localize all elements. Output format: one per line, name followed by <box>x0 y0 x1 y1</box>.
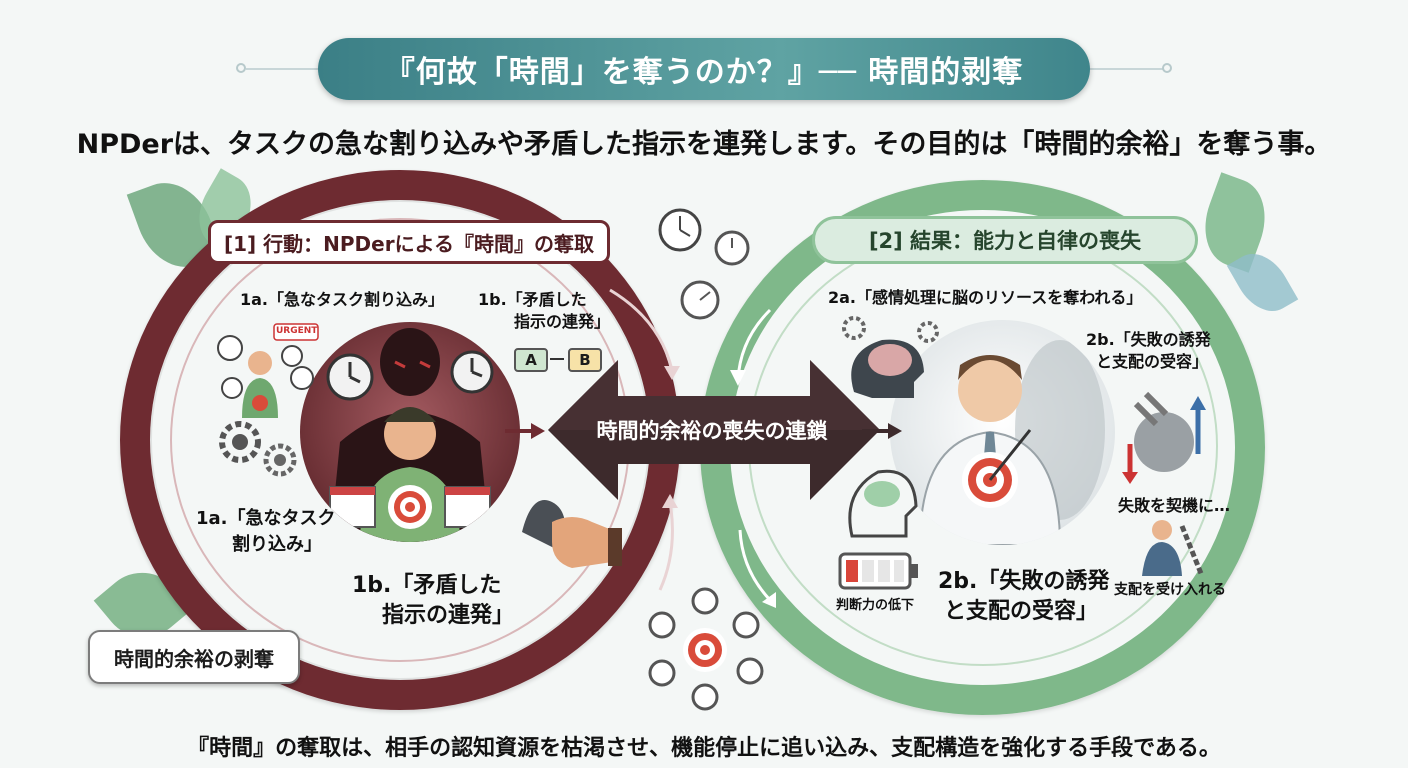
left-ring-arrow-down-icon <box>609 288 680 380</box>
right-ring-arrow-bottom-icon <box>738 529 776 608</box>
stressed-worker-icon <box>217 323 319 418</box>
label-accept: 支配を受け入れる <box>1114 582 1226 598</box>
right-section-header: [2] 結果：能力と自律の喪失 <box>812 216 1198 264</box>
broken-clocks-icon <box>658 208 750 320</box>
fist-crushing-icon <box>522 500 622 568</box>
label-battery: 判断力の低下 <box>836 598 915 613</box>
brain-head-icon <box>848 469 918 538</box>
label-2b-top-line1: 2b.「失敗の誘発 <box>1086 330 1211 349</box>
label-2b-bottom-line1: 2b.「失敗の誘発 <box>938 569 1110 594</box>
broken-wrench-icon <box>1122 391 1206 484</box>
label-1b-top-line2: 指示の連発」 <box>514 312 611 331</box>
center-arrow-text: 時間的余裕の喪失の連鎖 <box>596 419 828 443</box>
ab-contradiction-icon: A B <box>514 342 604 378</box>
ab-left-box: A <box>514 348 548 372</box>
label-2a: 2a.「感情処理に脳のリソースを奪われる」 <box>828 288 1143 307</box>
left-section-header: [1] 行動：NPDerによる『時間』の奪取 <box>208 220 610 264</box>
label-2b-top-line2: と支配の受容」 <box>1096 352 1209 371</box>
footer-summary: 『時間』の奪取は、相手の認知資源を枯渇させ、機能停止に追い込み、支配構造を強化す… <box>187 736 1221 761</box>
label-1b-bottom-line2: 指示の連発」 <box>382 603 515 628</box>
title-right-line <box>1090 68 1164 70</box>
exhausted-person-icon <box>918 340 1105 545</box>
urgent-interrupt-illustration: URGENT <box>212 318 322 428</box>
label-1a-bottom-line1: 1a.「急なタスク <box>196 508 336 529</box>
clocks-target-icon <box>648 587 764 711</box>
subtitle: NPDerは、タスクの急な割り込みや矛盾した指示を連発します。その目的は「時間的… <box>76 129 1332 160</box>
arrow-right-2-icon <box>862 423 902 439</box>
label-1a-bottom-line2: 割り込み」 <box>232 534 322 555</box>
right-ring-arrow-icon <box>730 308 772 386</box>
center-double-arrow <box>548 360 880 500</box>
left-scene-illustration <box>300 322 520 542</box>
label-1b-top-line1: 1b.「矛盾した <box>478 290 587 309</box>
ab-right-box: B <box>568 348 602 372</box>
right-scene-illustration <box>890 320 1115 545</box>
label-failure: 失敗を契機に… <box>1118 496 1231 515</box>
chained-person-icon <box>1142 520 1205 577</box>
overwhelmed-person-icon <box>326 328 494 542</box>
title-right-dot <box>1162 63 1172 73</box>
title-left-dot <box>236 63 246 73</box>
urgent-tag: URGENT <box>276 326 318 336</box>
label-1b-bottom-line1: 1b.「矛盾した <box>352 573 502 598</box>
arrow-right-icon <box>505 423 545 439</box>
label-2b-bottom-line2: と支配の受容」 <box>944 599 1099 624</box>
title-left-line <box>246 68 318 70</box>
brain-gears-icon <box>842 316 939 398</box>
ab-arrow-line <box>550 358 564 360</box>
label-1a-top: 1a.「急なタスク割り込み」 <box>240 290 445 309</box>
gears-icon <box>219 421 297 477</box>
page-title: 『何故「時間」を奪うのか？』── 時間的剥奪 <box>318 38 1090 100</box>
deprivation-badge: 時間的余裕の剥奪 <box>88 630 300 684</box>
low-battery-icon <box>838 552 918 590</box>
left-ring-arrow-up-icon <box>658 494 678 591</box>
